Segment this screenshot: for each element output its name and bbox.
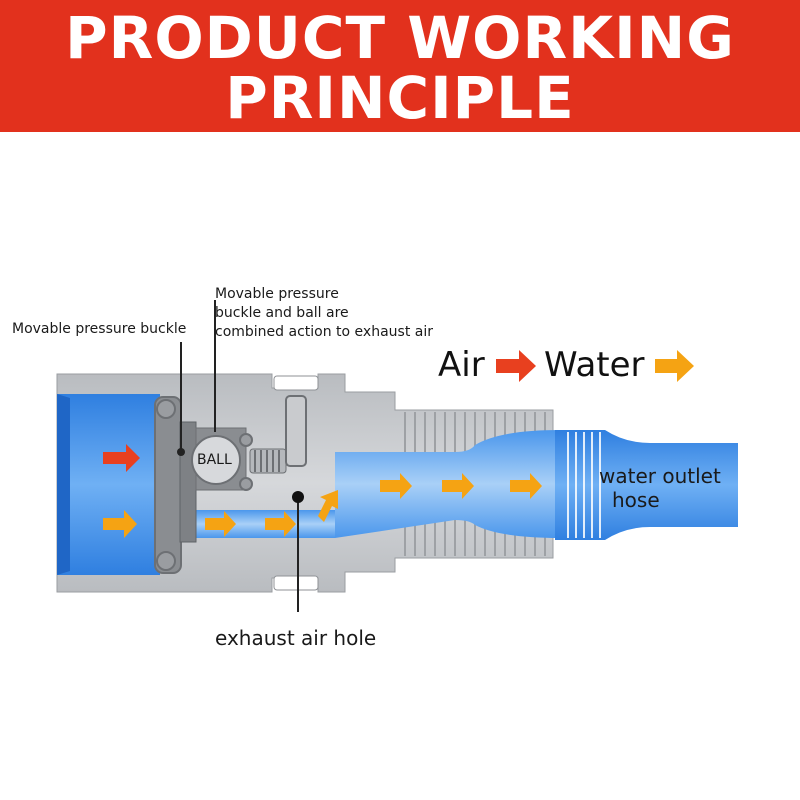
hose-ribs <box>567 432 601 538</box>
combined-action-line-2: buckle and ball are <box>215 305 349 321</box>
outlet-hose-label-line-2: hose <box>612 488 660 512</box>
combined-action-line-1: Movable pressure <box>215 286 339 302</box>
plunger <box>285 395 307 467</box>
exhaust-air-hole <box>292 491 304 503</box>
outlet-hose-label-line-1: water outlet <box>599 464 721 488</box>
pressure-buckle-label: Movable pressure buckle <box>12 321 187 337</box>
combined-action-line-3: combined action to exhaust air <box>215 324 433 340</box>
air-arrow <box>103 444 140 472</box>
pressure-buckle <box>154 396 182 574</box>
collar-top <box>273 375 319 391</box>
legend-water-label: Water <box>544 345 645 385</box>
exhaust-hole-label: exhaust air hole <box>215 626 377 650</box>
inlet-water <box>57 394 160 575</box>
title-banner: PRODUCT WORKING PRINCIPLE <box>0 0 800 132</box>
ball-label: BALL <box>197 452 232 468</box>
ball <box>191 435 241 485</box>
legend-air-label: Air <box>438 345 485 385</box>
collar-bottom <box>273 575 319 591</box>
title-line-2: PRINCIPLE <box>225 64 575 132</box>
title-line-1: PRODUCT WORKING <box>65 4 735 72</box>
legend-water-arrow <box>655 350 694 382</box>
water-arrows <box>103 473 542 538</box>
legend-air-arrow <box>496 350 536 382</box>
